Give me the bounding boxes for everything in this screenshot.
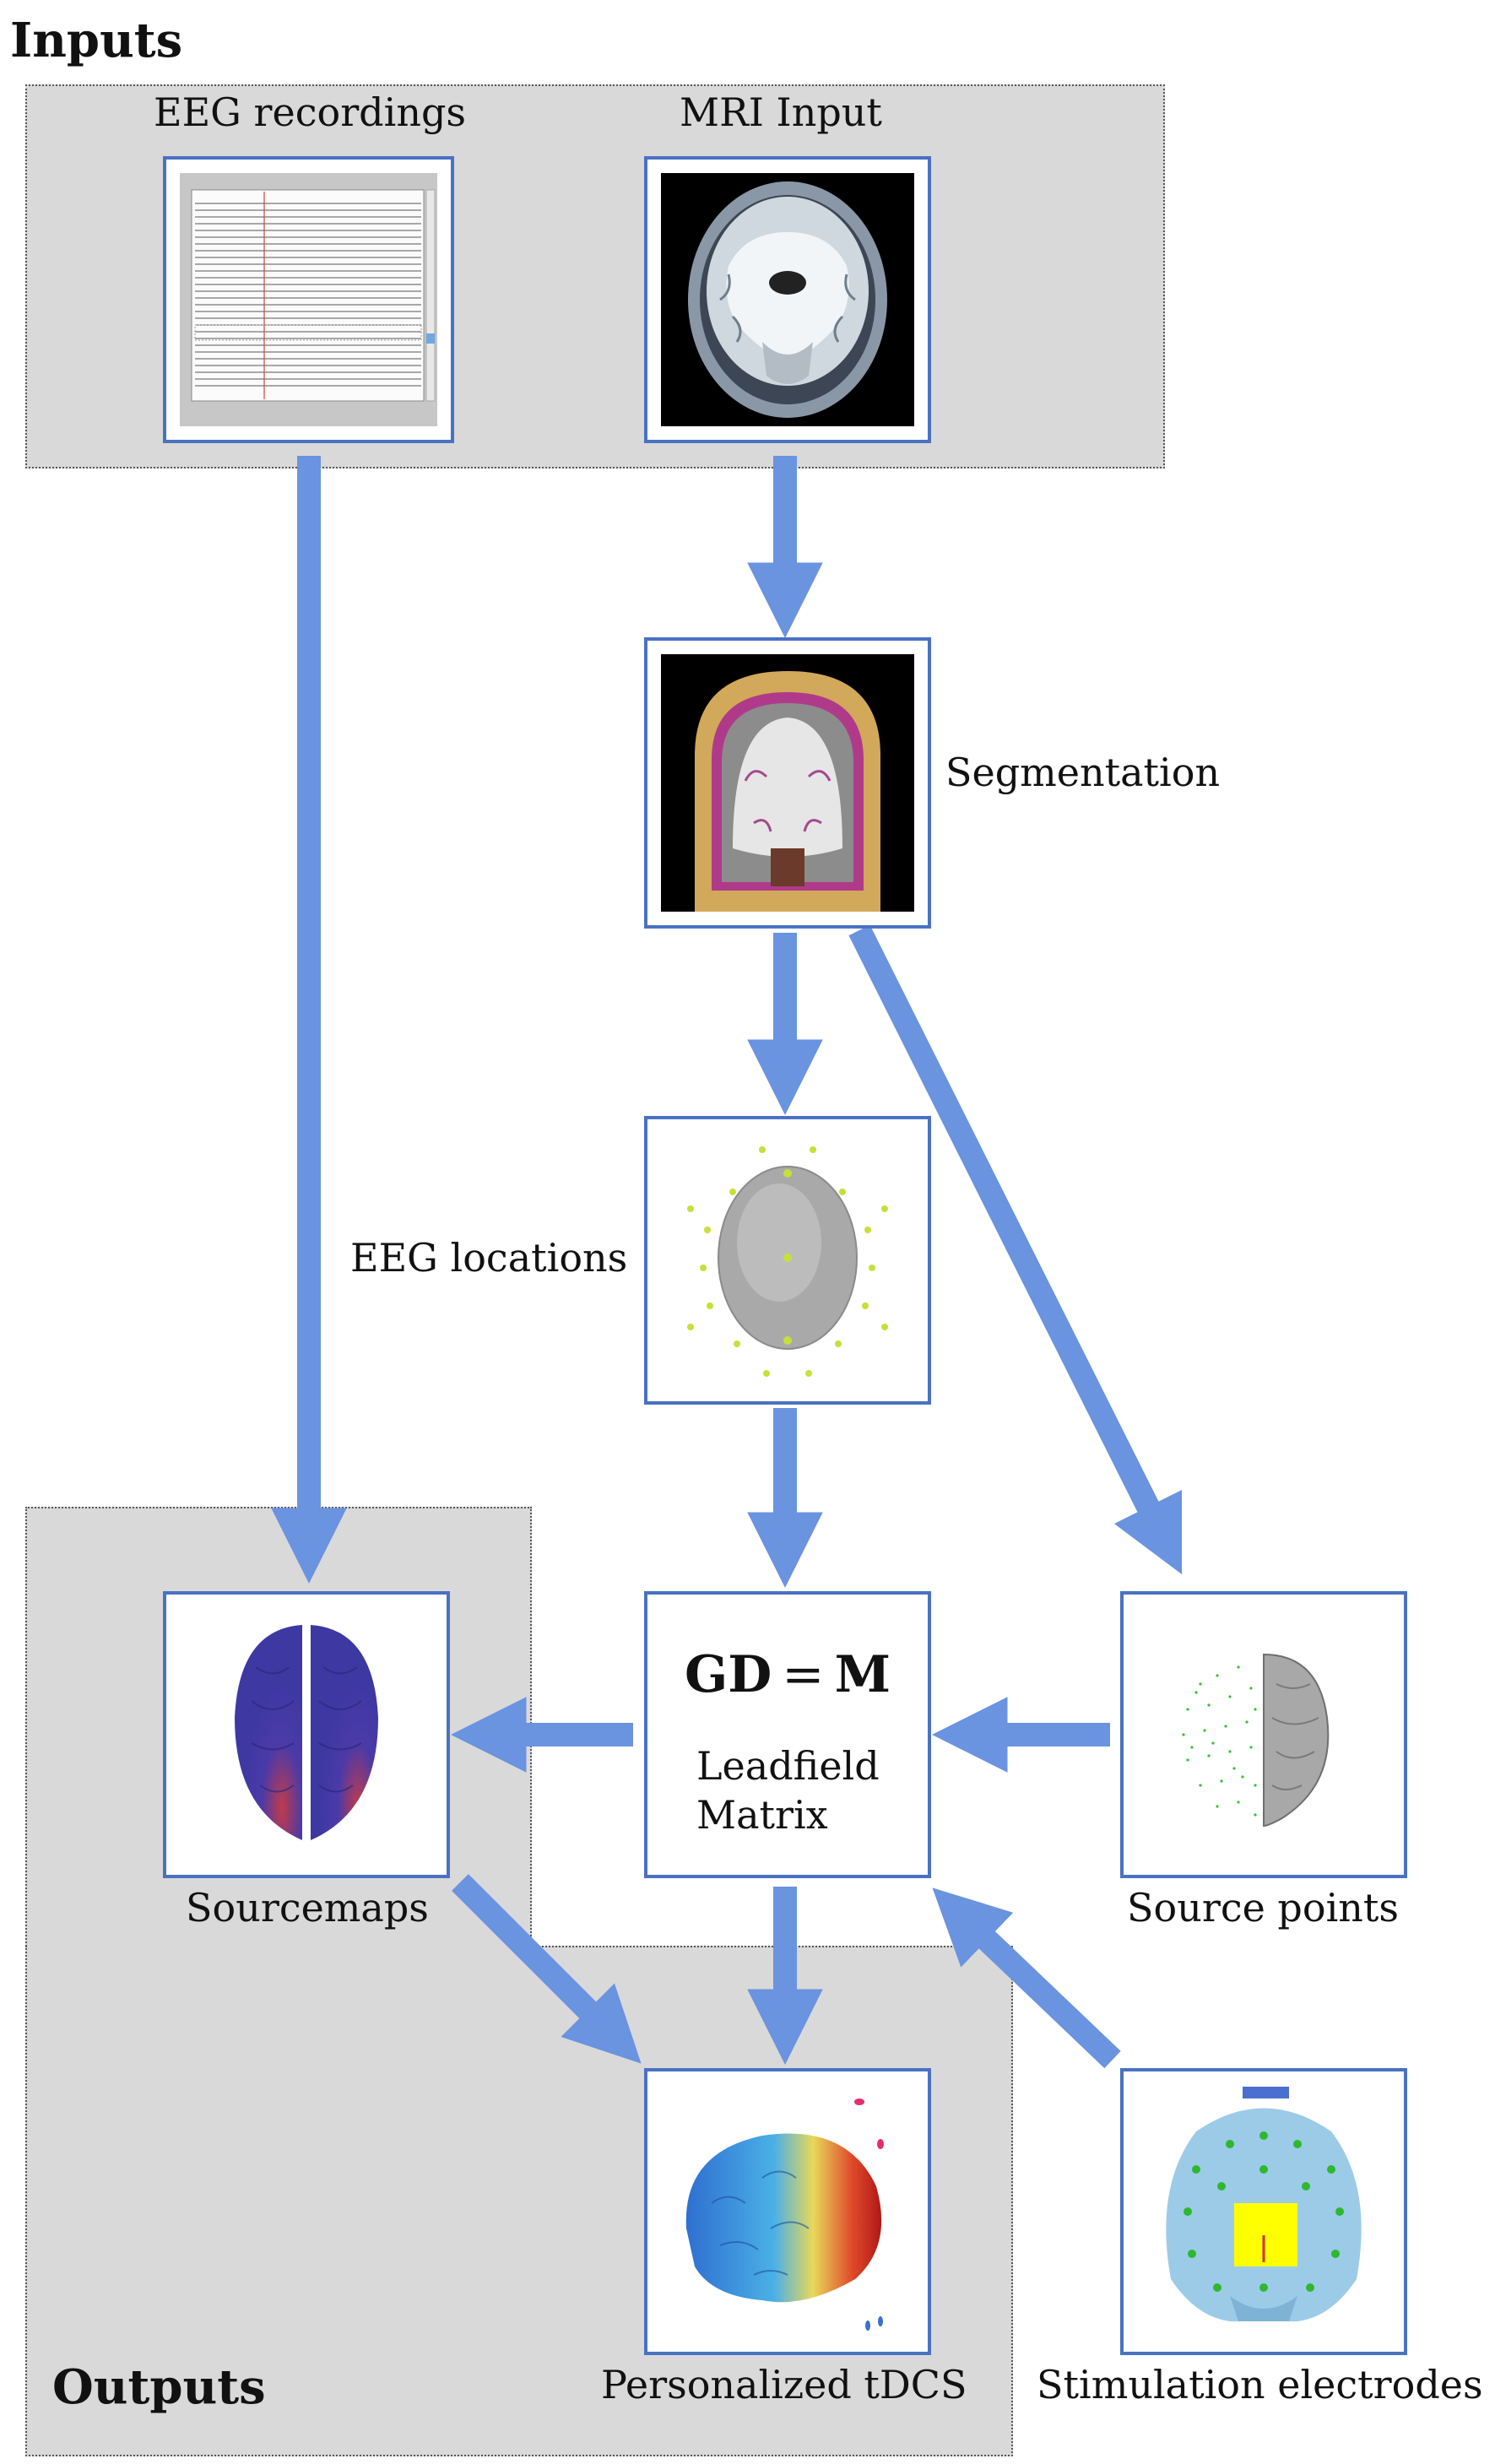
eeg-recordings-label: EEG recordings [154, 89, 467, 135]
segmentation-label: Segmentation [945, 750, 1221, 795]
eeg-locations-box [644, 1116, 931, 1405]
mri-brain-slice-icon [661, 173, 914, 426]
arrow-electrodes-to-leadfield [932, 1887, 1121, 2069]
eeg-locations-label: EEG locations [350, 1235, 628, 1281]
brain-source-points-icon [1137, 1608, 1390, 1861]
stimulation-electrodes-label: Stimulation electrodes [1037, 2362, 1483, 2407]
outputs-title: Outputs [52, 2359, 266, 2415]
mri-input-label: MRI Input [680, 89, 882, 135]
source-points-box [1120, 1591, 1407, 1878]
arrow-segmentation-to-source-points [848, 924, 1183, 1575]
arrow-sourcemaps-to-tdcs [452, 1874, 642, 2064]
leadfield-matrix-box: GD=M Leadfield Matrix [644, 1591, 931, 1878]
segmented-head-slice-icon [661, 654, 914, 912]
equation-operator: = [782, 1645, 825, 1704]
leadfield-equation: GD=M [647, 1645, 928, 1704]
stimulation-electrodes-box [1120, 2068, 1407, 2355]
leadfield-caption-line2: Matrix [696, 1791, 828, 1838]
source-points-label: Source points [1127, 1885, 1399, 1931]
sourcemaps-label: Sourcemaps [186, 1885, 429, 1931]
mri-input-box [644, 156, 931, 443]
scalp-electrode-map-icon [661, 1133, 914, 1388]
outputs-region-fill [27, 1937, 530, 1963]
inputs-title: Inputs [10, 13, 183, 68]
segmentation-box [644, 637, 931, 929]
head-electrode-model-icon [1137, 2085, 1390, 2338]
tdcs-field-brain-icon [661, 2085, 914, 2338]
leadfield-caption: Leadfield Matrix [696, 1742, 880, 1839]
personalized-tdcs-label: Personalized tDCS [601, 2362, 967, 2407]
brain-sourcemap-icon [180, 1608, 433, 1861]
eeg-recordings-box [163, 156, 454, 443]
leadfield-caption-line1: Leadfield [696, 1743, 880, 1789]
equation-lhs: GD [685, 1645, 772, 1704]
equation-rhs: M [834, 1645, 891, 1704]
personalized-tdcs-box [644, 2068, 931, 2355]
sourcemaps-box [163, 1591, 450, 1878]
eeg-trace-plot-icon [180, 173, 437, 426]
